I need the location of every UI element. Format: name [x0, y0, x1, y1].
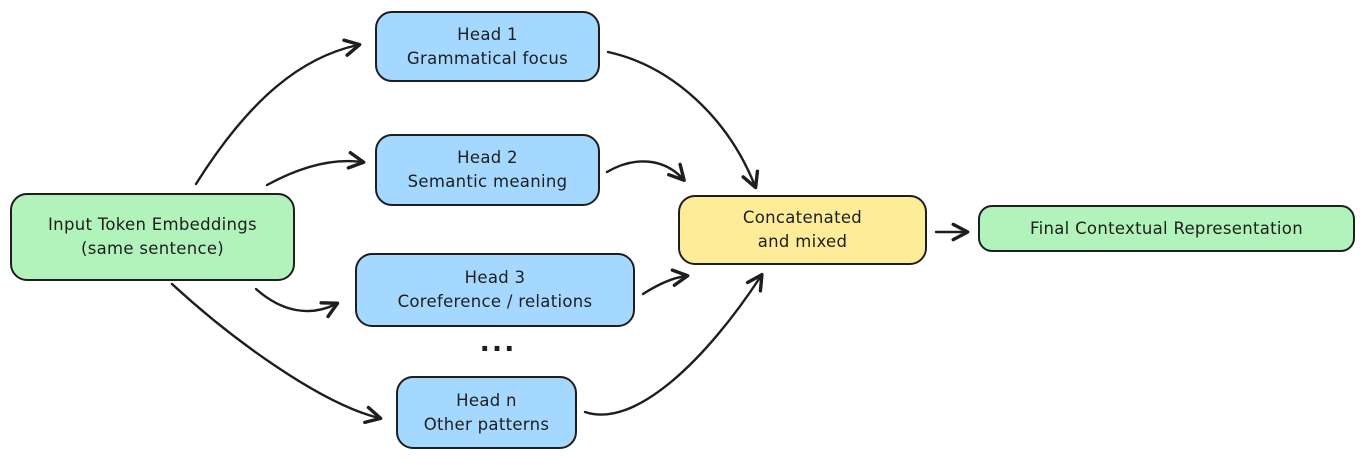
node-head1-label-line1: Head 1	[457, 24, 518, 44]
node-head-2: Head 2 Semantic meaning	[375, 134, 600, 206]
node-input-token-embeddings: Input Token Embeddings (same sentence)	[10, 193, 295, 281]
node-head-3: Head 3 Coreference / relations	[355, 253, 635, 327]
node-input-label-line1: Input Token Embeddings	[48, 215, 257, 235]
node-head2-label-line2: Semantic meaning	[407, 172, 568, 191]
node-head3-label-line1: Head 3	[464, 268, 526, 288]
arrow-head1-to-concat	[606, 50, 760, 190]
node-head3-label-line2: Coreference / relations	[397, 292, 593, 311]
node-concatenated-and-mixed: Concatenated and mixed	[678, 195, 927, 265]
node-head-n-label-line1: Head n	[456, 390, 517, 410]
more-heads-ellipsis: ...	[479, 327, 517, 358]
node-head-n-label-line2: Other patterns	[423, 414, 550, 434]
node-head2-label-line1: Head 2	[457, 148, 518, 168]
arrow-head2-to-concat	[605, 160, 686, 182]
arrow-input-to-head3	[254, 287, 340, 319]
node-final-contextual-representation: Final Contextual Representation	[978, 205, 1355, 252]
arrow-input-to-head-n	[170, 282, 383, 425]
node-concat-label-line2: and mixed	[757, 232, 848, 251]
node-concat-label-line1: Concatenated	[742, 208, 863, 228]
node-input-label-line2: (same sentence)	[80, 239, 225, 258]
arrow-head3-to-concat	[641, 268, 690, 296]
node-head1-label-line2: Grammatical focus	[406, 48, 569, 68]
arrow-input-to-head1	[194, 38, 362, 186]
node-head-1: Head 1 Grammatical focus	[375, 11, 600, 82]
node-head-n: Head n Other patterns	[396, 376, 577, 449]
arrow-input-to-head2	[265, 151, 366, 187]
node-final-label: Final Contextual Representation	[1030, 218, 1303, 238]
